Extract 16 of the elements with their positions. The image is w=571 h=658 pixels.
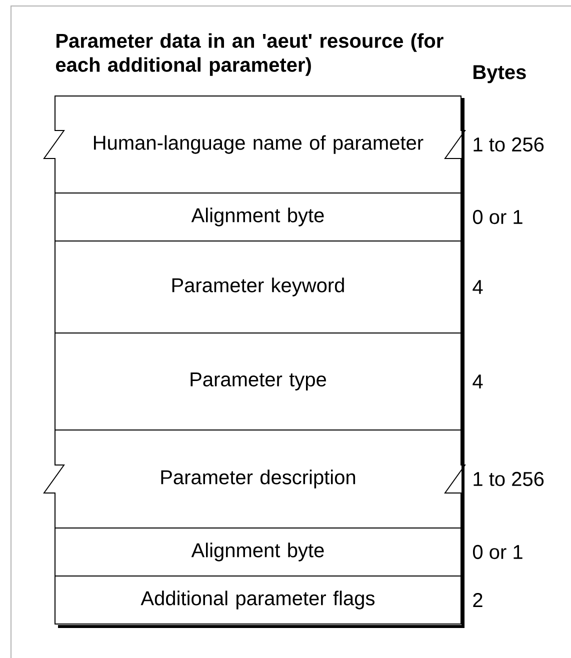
byte-count: 1 to 256: [474, 472, 544, 486]
byte-count: 1 to 256: [474, 137, 544, 152]
byte-count: 2: [473, 593, 482, 607]
field-box: Additional parameter flags: [54, 576, 462, 624]
title: Parameter data in an 'aeut' resource (for each additional parameter): [56, 33, 444, 76]
byte-count: 0 or 1: [473, 210, 522, 224]
byte-count: 4: [472, 374, 483, 388]
byte-count: 0 or 1: [473, 544, 522, 560]
field-box: Parameter keyword: [54, 240, 462, 334]
field-box: Alignment byte: [54, 528, 462, 576]
column-header: Bytes: [474, 65, 526, 84]
byte-count: 4: [472, 280, 483, 294]
field-box: Parameter type: [54, 332, 462, 430]
field-box: Alignment byte: [54, 192, 462, 242]
field-box: Parameter description: [43, 430, 466, 528]
field-box: Human-language name of parameter: [43, 96, 466, 194]
